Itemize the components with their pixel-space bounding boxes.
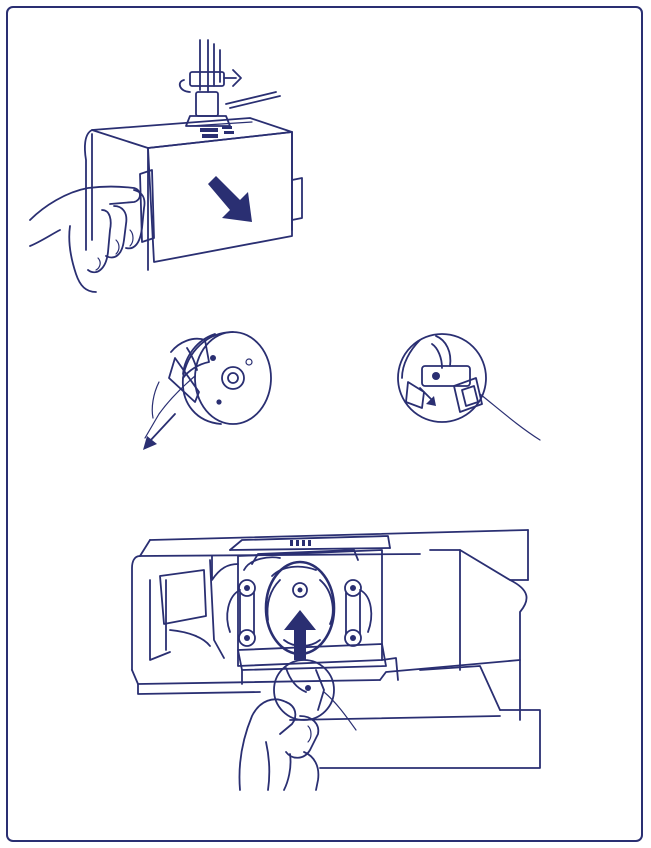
feed-dog-marks: [189, 121, 253, 138]
arrow-down-right-icon: [208, 176, 252, 222]
bobbin-case-icon: [273, 659, 357, 731]
presser-foot-icon: [178, 39, 242, 127]
step-insert-bobbin-illustration: [120, 520, 541, 791]
front-cover-icon: [139, 131, 293, 263]
arrow-up-icon: [284, 610, 316, 660]
hook-race-icon: [211, 549, 399, 685]
bobbin-case-icon: [397, 333, 487, 423]
slot-marks: [290, 540, 311, 546]
small-arrow-icon: [419, 387, 436, 406]
hand-icon: [238, 698, 320, 791]
step-open-cover-illustration: [29, 30, 320, 300]
bobbin-case-icon: [168, 331, 272, 425]
hand-icon: [29, 185, 146, 293]
step-bobbin-case-illustration: [135, 318, 285, 463]
thread-arrow-icon: [143, 413, 176, 450]
instruction-card: [6, 6, 643, 842]
step-latch-detail-illustration: [380, 318, 550, 453]
